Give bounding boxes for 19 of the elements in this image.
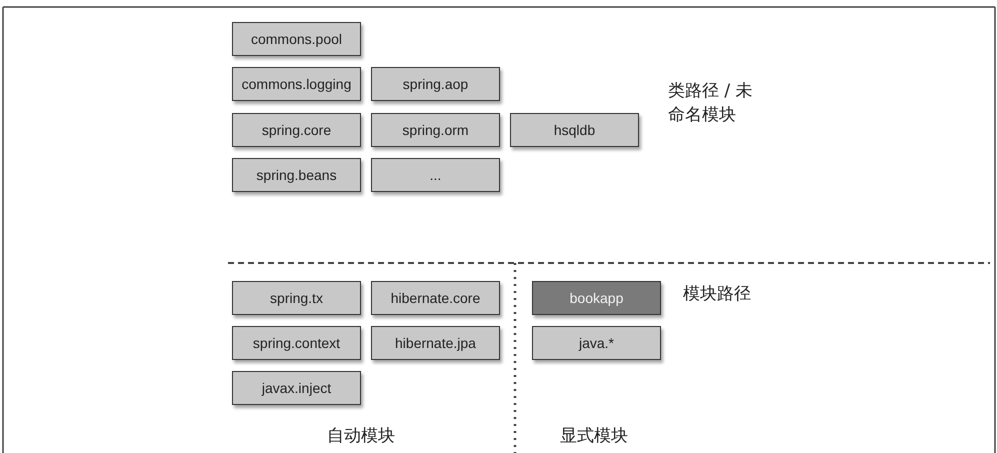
module-box: hibernate.core bbox=[371, 281, 500, 315]
module-box: hsqldb bbox=[510, 113, 639, 147]
module-box: spring.context bbox=[232, 326, 361, 360]
module-box: javax.inject bbox=[232, 371, 361, 405]
module-box: hibernate.jpa bbox=[371, 326, 500, 360]
module-box: java.* bbox=[532, 326, 661, 360]
module-box: commons.pool bbox=[232, 22, 361, 56]
region-label: 类路径 / 未命名模块 bbox=[668, 80, 754, 127]
module-box: commons.logging bbox=[232, 67, 361, 101]
region-label: 显式模块 bbox=[560, 425, 629, 448]
module-box: spring.core bbox=[232, 113, 361, 147]
region-label: 模块路径 bbox=[683, 283, 752, 306]
module-box: ... bbox=[371, 158, 500, 192]
region-label: 自动模块 bbox=[327, 425, 396, 448]
module-box: spring.tx bbox=[232, 281, 361, 315]
module-box: spring.aop bbox=[371, 67, 500, 101]
module-box: spring.orm bbox=[371, 113, 500, 147]
module-box: spring.beans bbox=[232, 158, 361, 192]
module-box: bookapp bbox=[532, 281, 661, 315]
